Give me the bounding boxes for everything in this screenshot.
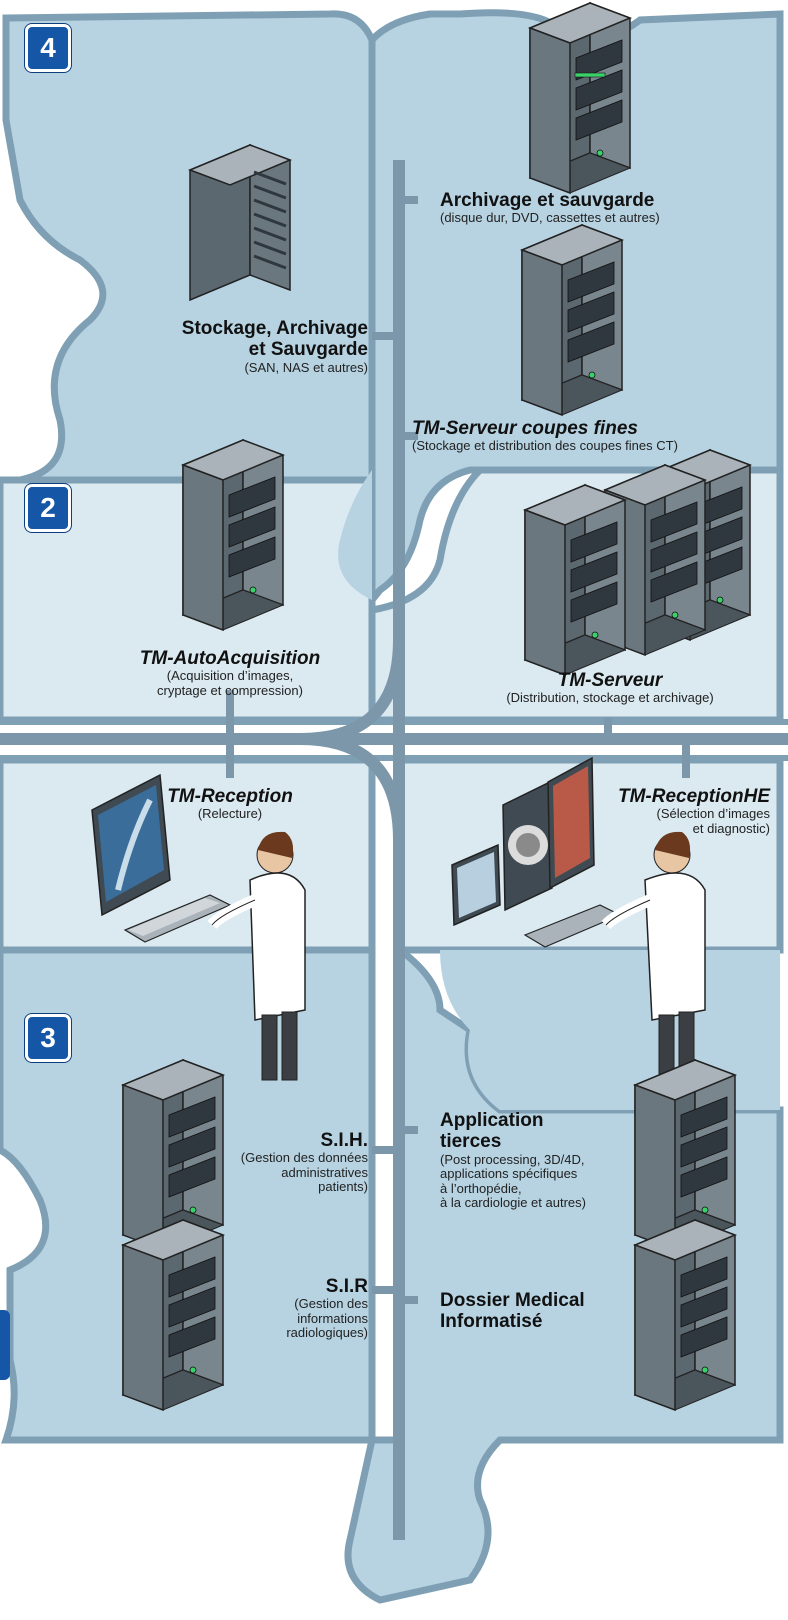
- label-sir-title: S.I.R: [325, 1276, 368, 1297]
- label-reception-title: TM-Reception: [167, 786, 293, 807]
- label-dossier-title2: Informatisé: [440, 1311, 543, 1333]
- label-dossier-title1: Dossier Medical: [440, 1290, 585, 1311]
- edge-tab-marker: [0, 1310, 10, 1380]
- label-reception-he-sub1: (Sélection d’images: [656, 806, 770, 822]
- label-sir-sub3: radiologiques): [286, 1325, 368, 1341]
- label-sih: S.I.H. (Gestion des données administrati…: [200, 1130, 368, 1195]
- label-sir-sub2: informations: [297, 1310, 368, 1326]
- label-application-title2: tierces: [440, 1131, 502, 1153]
- label-serveur-sub: (Distribution, stockage et archivage): [506, 690, 714, 706]
- server-archivage-icon: [529, 2, 631, 194]
- connector-network: [0, 160, 788, 1540]
- label-serveur-coupes-title: TM-Serveur coupes fines: [412, 418, 638, 439]
- label-sih-sub2: administratives: [281, 1164, 368, 1180]
- label-stockage-sub: (SAN, NAS et autres): [244, 359, 368, 375]
- label-serveur-coupes: TM-Serveur coupes fines (Stockage et dis…: [412, 418, 678, 454]
- server-autoacquisition-icon: [182, 439, 284, 631]
- label-dossier: Dossier Medical Informatisé: [440, 1290, 585, 1333]
- label-archivage-title: Archivage et sauvgarde: [440, 190, 655, 211]
- label-archivage: Archivage et sauvgarde (disque dur, DVD,…: [440, 190, 660, 226]
- label-serveur-title: TM-Serveur: [557, 670, 663, 691]
- label-reception: TM-Reception (Relecture): [130, 786, 330, 822]
- label-autoacquisition-title: TM-AutoAcquisition: [139, 648, 321, 669]
- label-sir-sub1: (Gestion des: [294, 1296, 368, 1312]
- label-serveur: TM-Serveur (Distribution, stockage et ar…: [490, 670, 730, 706]
- step-badge-3: 3: [25, 1014, 71, 1062]
- label-autoacquisition-sub2: cryptage et compression): [157, 682, 303, 698]
- label-application-sub1: (Post processing, 3D/4D,: [440, 1151, 585, 1167]
- label-stockage: Stockage, Archivage et Sauvgarde (SAN, N…: [150, 318, 368, 375]
- label-autoacquisition: TM-AutoAcquisition (Acquisition d’images…: [120, 648, 340, 698]
- server-dossier-icon: [634, 1219, 736, 1411]
- label-stockage-title1: Stockage, Archivage: [181, 318, 368, 339]
- step-badge-2: 2: [25, 484, 71, 532]
- step-badge-4: 4: [25, 24, 71, 72]
- label-reception-sub: (Relecture): [197, 806, 263, 822]
- label-reception-he-title: TM-ReceptionHE: [618, 786, 770, 807]
- label-serveur-coupes-sub: (Stockage et distribution des coupes fin…: [412, 438, 678, 454]
- label-application-sub4: à la cardiologie et autres): [440, 1195, 586, 1211]
- workstation-monitor-icon: [91, 773, 232, 943]
- label-autoacquisition-sub1: (Acquisition d’images,: [166, 668, 294, 684]
- server-coupes-fines-icon: [521, 224, 623, 416]
- label-sir: S.I.R (Gestion des informations radiolog…: [200, 1276, 368, 1341]
- label-sih-sub3: patients): [318, 1179, 368, 1195]
- label-sih-sub1: (Gestion des données: [240, 1150, 368, 1166]
- label-archivage-sub: (disque dur, DVD, cassettes et autres): [440, 210, 660, 226]
- label-application-sub3: à l’orthopédie,: [440, 1180, 522, 1196]
- label-reception-he: TM-ReceptionHE (Sélection d’images et di…: [560, 786, 770, 836]
- label-reception-he-sub2: et diagnostic): [692, 820, 770, 836]
- diagnostic-monitors-icon: [451, 756, 622, 948]
- label-application: Application tierces (Post processing, 3D…: [440, 1110, 586, 1211]
- label-sih-title: S.I.H.: [320, 1130, 368, 1151]
- radiologist-icon: [207, 831, 706, 1081]
- label-application-title1: Application: [440, 1110, 544, 1131]
- server-rack-stockage-icon: [187, 143, 293, 302]
- label-application-sub2: applications spécifiques: [440, 1166, 578, 1182]
- label-stockage-title2: et Sauvgarde: [248, 339, 368, 361]
- server-application-icon: [634, 1059, 736, 1251]
